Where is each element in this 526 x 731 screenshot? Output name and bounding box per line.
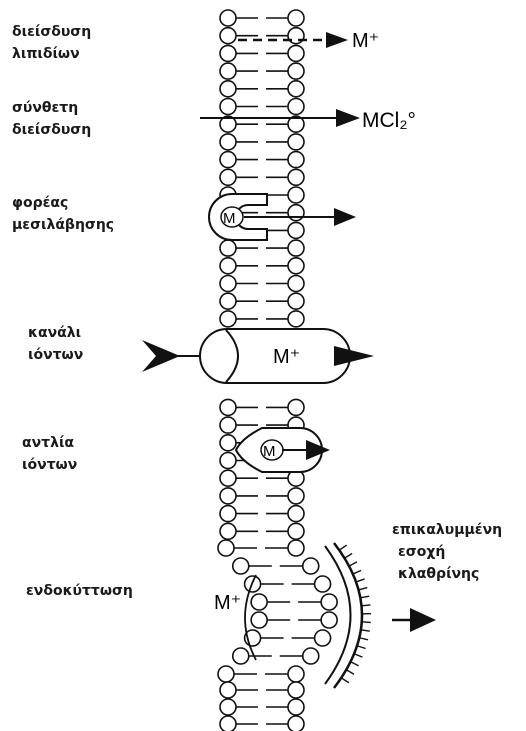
label-line: διείσδυση [12,119,91,141]
label-ion-pump: αντλία ιόντων [22,432,77,476]
lipid-pair [220,311,304,327]
lipid-pair [220,169,304,185]
label-composite-diffusion: σύνθετη διείσδυση [12,97,91,141]
carrier-arrowhead [334,208,356,226]
lipid-pair [218,666,304,682]
clathrin-bristle [354,654,362,657]
lipid-pair [245,576,331,592]
lipid-pair [220,506,304,522]
clathrin-bristle [362,622,371,623]
lipid-pair [218,540,304,556]
clathrin-bristle [341,678,349,683]
lipid-pair [220,45,304,61]
label-line: αντλία [22,432,77,454]
composite-diffusion-ion-label: MCl₂° [362,109,416,132]
lipid-diffusion-arrowhead [326,32,348,48]
lipid-pair [220,240,304,256]
clathrin-bristle [339,545,346,550]
clathrin-bristle [356,579,364,582]
lipid-pair [220,10,304,26]
ion-channel-path: M⁺ [142,329,374,383]
lipid-pair [220,63,304,79]
lipid-pair [220,28,304,44]
lipid-pair [220,699,304,715]
composite-diffusion-arrowhead [336,109,360,127]
clathrin-bristle [351,662,359,666]
lipid-pair [220,488,304,504]
lipid-pair [220,81,304,97]
label-lipid-diffusion: διείσδυση λιπιδίων [12,21,91,65]
lipid-diffusion-path: M⁺ [238,30,379,52]
ion-pump-path: M [236,428,330,472]
label-line: φορέας [12,192,114,214]
lipid-pair [220,99,304,115]
clathrin-bristle [361,630,370,631]
lipid-pair [233,648,319,664]
clathrin-bristle [359,588,368,590]
clathrin-bristle [349,562,357,566]
label-line: διείσδυση [12,21,91,43]
lipid-pair [245,630,331,646]
label-ion-channel: κανάλι ιόντων [28,322,83,366]
lipid-pair [220,276,304,292]
lipid-pair [233,558,319,574]
lipid-pair [220,152,304,168]
label-carrier-mediated: φορέας μεσιλάβησης [12,192,114,236]
lipid-pair [220,716,304,731]
clathrin-bristle [360,596,369,598]
lipid-pair [251,612,337,628]
carrier-ion-label: M [223,210,236,227]
lipid-pair [220,258,304,274]
clathrin-bristles [339,545,371,683]
label-endocytosis: ενδοκύττωση [26,580,133,602]
label-line: εσοχή [392,541,502,563]
label-line: επικαλυμμένη [392,519,502,541]
clathrin-bristle [357,646,366,649]
lipid-pair [220,399,304,415]
ion-channel-ion-label: M⁺ [273,346,300,368]
clathrin-bristle [359,638,368,640]
label-line: σύνθετη [12,97,91,119]
label-line: ενδοκύττωση [26,580,133,602]
lipid-pair [220,134,304,150]
label-clathrin-coated-pit: επικαλυμμένη εσοχή κλαθρίνης [392,519,502,585]
lipid-diffusion-ion-label: M⁺ [352,30,379,52]
label-line: ιόντων [28,344,83,366]
clathrin-bristle [346,670,354,674]
lipid-pair [220,293,304,309]
label-line: ιόντων [22,454,77,476]
clathrin-bristle [345,553,353,558]
lipid-pair [220,523,304,539]
lipid-pair [251,594,337,610]
label-line: μεσιλάβησης [12,214,114,236]
label-line: λιπιδίων [12,43,91,65]
clathrin-bristle [362,605,371,606]
clathrin-bristle [353,570,361,574]
endocytosis-outer-curve [334,543,362,688]
lipid-pair [220,682,304,698]
carrier-mediated-path: M [209,194,356,240]
ion-channel-arrowhead [334,346,374,366]
label-line: κλαθρίνης [392,563,502,585]
ion-pump-ion-label: M [263,443,276,460]
endocytosis-ion-label: M⁺ [214,592,241,614]
endocytosis-arrowhead [410,608,436,632]
label-line: κανάλι [28,322,83,344]
